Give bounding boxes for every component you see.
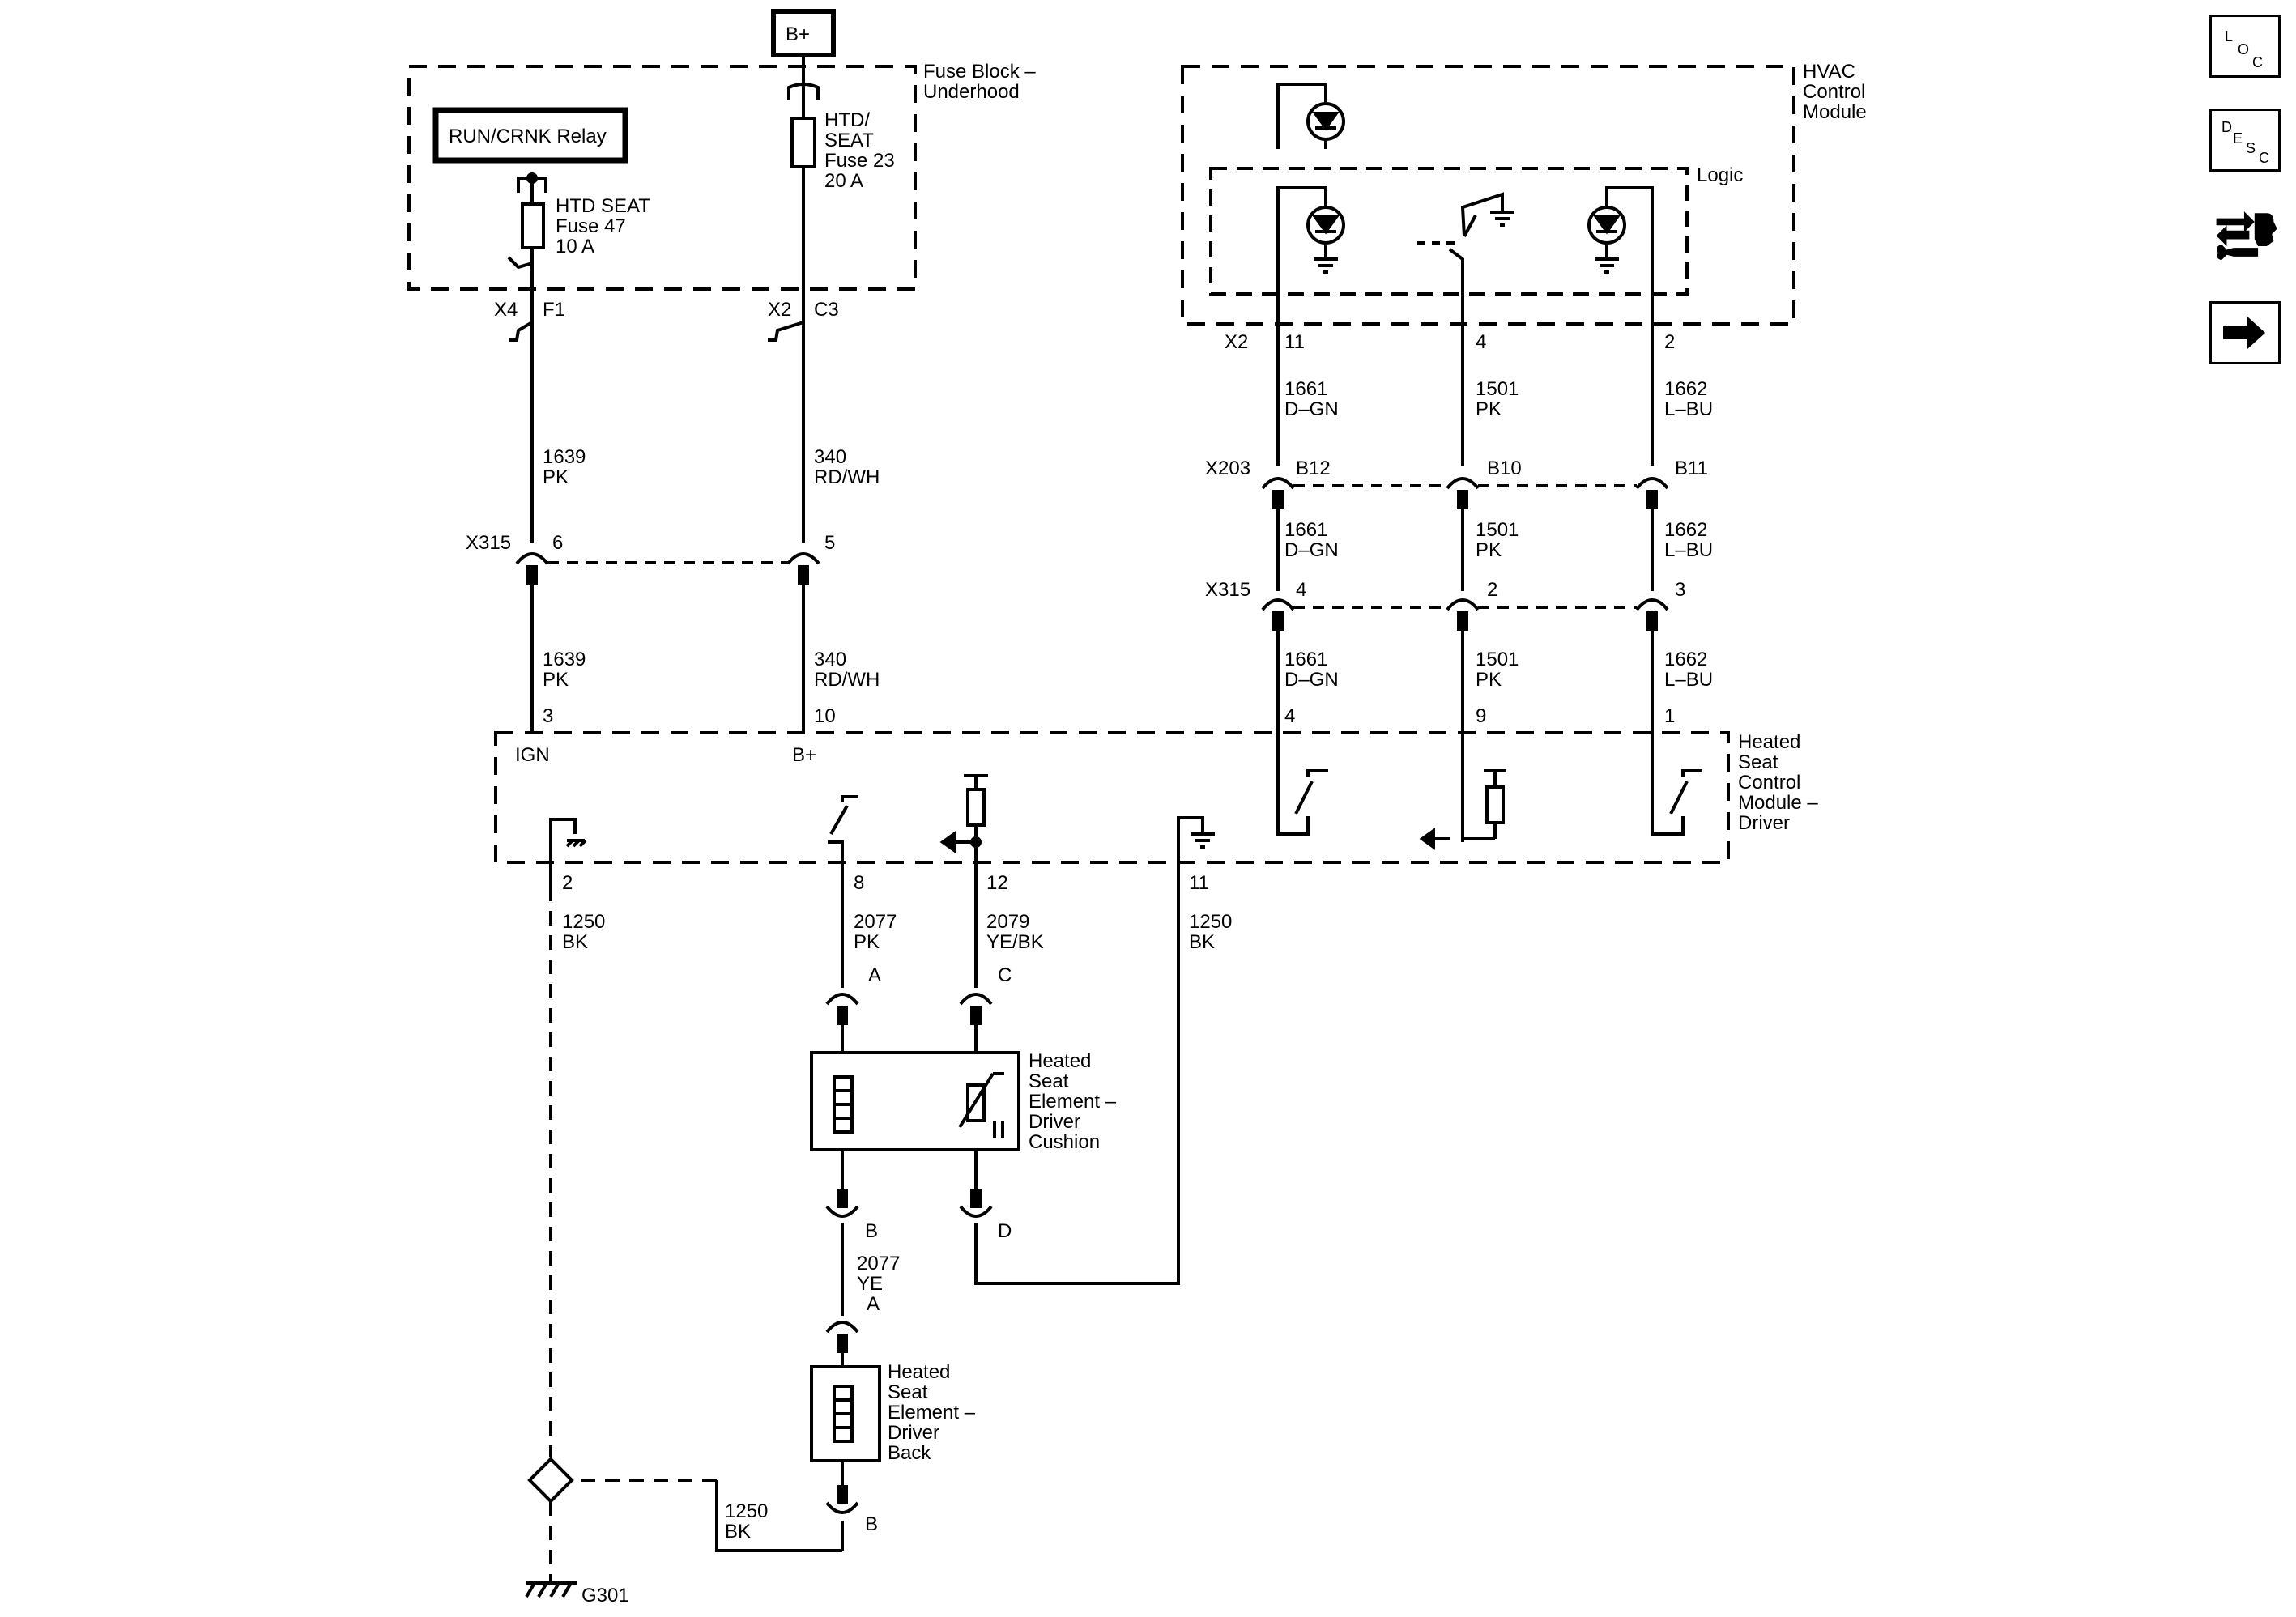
cushion-pin-a: A [868, 964, 881, 986]
hvac-logic-outline [1209, 167, 1689, 296]
connector-x2-fuse: X2 [768, 299, 791, 321]
pin-hscm-12: 12 [986, 872, 1008, 894]
cushion-pin-d: D [998, 1220, 1012, 1242]
hscm-outline [494, 731, 1730, 864]
fuse-23 [790, 117, 816, 168]
pin-hscm-10: 10 [814, 705, 836, 727]
desc-letter-e: E [2233, 130, 2243, 147]
connector-f1: F1 [543, 299, 565, 321]
back-pin-b: B [865, 1513, 878, 1535]
pin-x203-b12: B12 [1296, 457, 1331, 479]
battery-label: B+ [786, 23, 810, 45]
loc-letter-o: O [2238, 41, 2249, 57]
connector-wrench-icon [2216, 211, 2277, 261]
back-element-title: Heated Seat Element – Driver Back [888, 1361, 981, 1464]
pin-hscm-2: 2 [562, 872, 573, 894]
pin-hscm-11: 11 [1189, 872, 1209, 894]
cushion-pin-b: B [865, 1220, 878, 1242]
logic-label: Logic [1697, 164, 1743, 186]
desc-letter-c: C [2259, 150, 2269, 166]
fuse-block-title: Fuse Block – Underhood [923, 61, 1041, 103]
pin-x315-5: 5 [824, 532, 835, 554]
pin-hvac-4: 4 [1476, 331, 1486, 353]
fuse-23-label: HTD/ SEAT Fuse 23 20 A [824, 109, 900, 192]
pin-x315-2: 2 [1487, 579, 1497, 601]
splice-diamond [527, 1457, 574, 1504]
pin-hscm-3: 3 [543, 705, 553, 727]
cushion-element-box [810, 1051, 1020, 1151]
pin-x315-4: 4 [1296, 579, 1306, 601]
loc-letter-l: L [2225, 28, 2233, 45]
cushion-element-title: Heated Seat Element – Driver Cushion [1029, 1050, 1122, 1153]
desc-letter-d: D [2221, 119, 2232, 135]
bplus-label: B+ [792, 744, 816, 766]
connector-x203: X203 [1205, 457, 1250, 479]
loc-button[interactable]: L O C [2209, 15, 2281, 78]
pin-x203-b11: B11 [1675, 457, 1708, 479]
desc-letter-s: S [2246, 140, 2256, 156]
pin-hvac-2: 2 [1664, 331, 1675, 353]
hvac-module-outline [1181, 65, 1795, 326]
relay-label: RUN/CRNK Relay [449, 126, 607, 147]
run-crnk-relay-box [432, 107, 628, 164]
hvac-title: HVAC Control Module [1803, 61, 1871, 123]
back-pin-a: A [867, 1293, 880, 1315]
loc-letter-c: C [2252, 54, 2263, 70]
connector-x4: X4 [494, 299, 518, 321]
ground-label: G301 [581, 1585, 629, 1606]
pin-x315-3: 3 [1675, 579, 1685, 601]
connector-x315-right: X315 [1205, 579, 1250, 601]
desc-button[interactable]: D E S C [2209, 109, 2281, 172]
pin-hscm-8: 8 [854, 872, 864, 894]
connector-c3: C3 [814, 299, 839, 321]
fuse-47 [521, 202, 545, 249]
pin-hscm-1: 1 [1664, 705, 1675, 727]
pin-hscm-4: 4 [1284, 705, 1295, 727]
connector-x315-left: X315 [466, 532, 511, 554]
fuse-block-outline [407, 65, 917, 291]
connector-wrench-button[interactable] [2209, 202, 2281, 266]
hscm-title: Heated Seat Control Module – Driver [1738, 731, 1823, 834]
next-button[interactable] [2209, 301, 2281, 364]
pin-x315-6: 6 [552, 532, 563, 554]
pin-x203-b10: B10 [1487, 457, 1522, 479]
fuse-47-label: HTD SEAT Fuse 47 10 A [556, 195, 655, 257]
arrow-right-icon [2223, 317, 2265, 349]
back-element-box [810, 1365, 881, 1462]
connector-x2-hvac: X2 [1225, 331, 1248, 353]
ign-label: IGN [515, 744, 550, 766]
pin-hvac-11: 11 [1284, 331, 1305, 353]
pin-hscm-9: 9 [1476, 705, 1486, 727]
cushion-pin-c: C [998, 964, 1012, 986]
